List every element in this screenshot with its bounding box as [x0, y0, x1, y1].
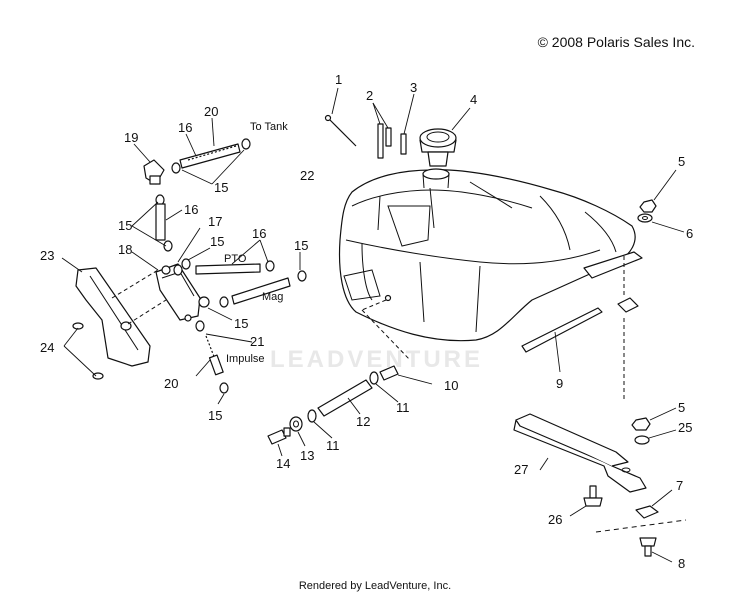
callout-23: 23 — [40, 248, 54, 263]
callout-2: 2 — [366, 88, 373, 103]
part-20-spring-lower — [195, 335, 224, 377]
callout-16-pto: 16 — [252, 226, 266, 241]
callout-20-lower: 20 — [164, 376, 178, 391]
callout-11-lower: 11 — [326, 438, 340, 453]
part-6-washer — [637, 213, 685, 233]
tank-outlet-leader — [361, 294, 411, 361]
callout-13: 13 — [300, 448, 314, 463]
part-13-grommet — [289, 416, 306, 447]
callout-3: 3 — [410, 80, 417, 95]
callout-1: 1 — [335, 72, 342, 87]
callout-15-pump: 15 — [210, 234, 224, 249]
part-15-clamp-bottom — [217, 382, 229, 405]
note-to-tank: To Tank — [250, 121, 288, 133]
callout-24: 24 — [40, 340, 54, 355]
part-7-pad — [595, 489, 687, 533]
part-15-16-mid — [131, 194, 183, 252]
hose-notes: To Tank PTO Mag Impulse — [224, 121, 288, 365]
callout-14: 14 — [276, 456, 290, 471]
part-15-clamps-top — [171, 138, 251, 185]
part-14-valve — [267, 427, 291, 457]
part-17-clamps — [173, 227, 211, 276]
callout-27: 27 — [514, 462, 528, 477]
note-impulse: Impulse — [226, 353, 265, 365]
fuel-tank — [338, 168, 643, 342]
part-21-impulse-hose — [195, 320, 253, 343]
part-25-washer — [634, 429, 677, 445]
callout-9: 9 — [556, 376, 563, 391]
callout-26: 26 — [548, 512, 562, 527]
callout-8: 8 — [678, 556, 685, 571]
callout-20-upper: 20 — [204, 104, 218, 119]
callout-25: 25 — [678, 420, 692, 435]
part-1-strap — [324, 87, 357, 147]
part-10-fitting — [379, 365, 433, 385]
copyright-notice: © 2008 Polaris Sales Inc. — [537, 34, 695, 50]
part-5-nut-upper — [639, 169, 677, 213]
part-26-bolt — [569, 485, 603, 517]
part-16-hose-top — [179, 133, 241, 169]
callout-12: 12 — [356, 414, 370, 429]
callout-15-left: 15 — [118, 218, 132, 233]
part-16-pto-hose — [195, 239, 307, 282]
note-pto: PTO — [224, 253, 247, 265]
callout-17: 17 — [208, 214, 222, 229]
callout-15-upper: 15 — [214, 180, 228, 195]
part-24-screws — [63, 322, 104, 380]
callout-22: 22 — [300, 168, 314, 183]
callout-5-upper: 5 — [678, 154, 685, 169]
part-9-strip — [521, 256, 639, 400]
footer-credit: Rendered by LeadVenture, Inc. — [298, 580, 452, 592]
callout-15-bottom: 15 — [208, 408, 222, 423]
part-27-bracket — [513, 413, 647, 493]
part-11-clamp-lower — [307, 409, 333, 439]
callout-15-pto: 15 — [294, 238, 308, 253]
part-8-bolt — [639, 537, 673, 563]
part-mag-hose — [198, 277, 291, 321]
callout-19: 19 — [124, 130, 138, 145]
part-23-bracket — [61, 257, 167, 367]
callout-4: 4 — [470, 92, 477, 107]
callout-10: 10 — [444, 378, 458, 393]
callout-21: 21 — [250, 334, 264, 349]
fuel-cap — [419, 107, 471, 167]
part-2-pins — [372, 102, 392, 159]
callout-16-upper: 16 — [178, 120, 192, 135]
part-12-hose — [317, 379, 373, 417]
callout-15-mag: 15 — [234, 316, 248, 331]
part-19-valve — [133, 143, 165, 185]
part-5-nut-lower — [631, 407, 677, 431]
callout-11-upper: 11 — [396, 400, 410, 415]
part-3-vent — [400, 93, 415, 155]
note-mag: Mag — [262, 291, 283, 303]
part-20-spring-top — [187, 117, 237, 161]
callout-6: 6 — [686, 226, 693, 241]
watermark-text: LEADVENTURE — [270, 346, 484, 373]
callout-16-mid: 16 — [184, 202, 198, 217]
callout-7: 7 — [676, 478, 683, 493]
callout-labels: 1 2 3 4 5 6 22 20 16 19 15 16 15 17 15 1… — [40, 72, 693, 571]
callout-18: 18 — [118, 242, 132, 257]
part-11-clamp-upper — [369, 371, 399, 403]
callout-5-lower: 5 — [678, 400, 685, 415]
